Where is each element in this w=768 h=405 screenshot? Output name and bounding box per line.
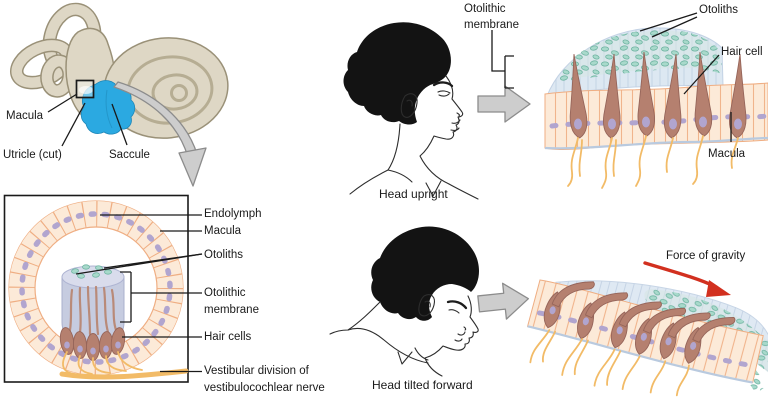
label-endolymph: Endolymph [204, 208, 262, 220]
label-utricle-cut: Utricle (cut) [3, 149, 62, 161]
block-arrow-upright-icon [477, 85, 531, 123]
ear-icon [400, 93, 418, 118]
macula-cell-ring [8, 200, 184, 376]
nerve-fibers [59, 351, 189, 380]
label-force-of-gravity: Force of gravity [666, 250, 746, 262]
inner-ear-illustration [9, 2, 229, 187]
upright-leader-lines [491, 12, 732, 142]
zoom-arrow-icon [113, 81, 207, 187]
utricle-saccule [79, 80, 136, 135]
nerve-fibers-upright [567, 135, 739, 189]
macula-zoom-box [75, 79, 95, 99]
semicircular-canals [9, 2, 102, 98]
label-hair-cells: Hair cells [204, 331, 252, 343]
label-hair-cell: Hair cell [721, 46, 763, 58]
label-saccule: Saccule [109, 149, 150, 161]
label-otolithic-membrane-upright: Otolithic membrane [464, 3, 519, 31]
head-upright-figure [343, 22, 479, 200]
label-otoliths-upright: Otoliths [699, 4, 738, 16]
cross-section-leader-lines [75, 214, 203, 373]
label-macula-upright: Macula [708, 148, 746, 160]
label-vestibular-nerve: Vestibular division of vestibulocochlear… [204, 365, 325, 394]
caption-head-upright: Head upright [379, 187, 448, 201]
head-tilted-figure [329, 226, 480, 377]
caption-head-tilted: Head tilted forward [372, 378, 473, 392]
label-macula-cross: Macula [204, 225, 242, 237]
hair-cells-tilted [540, 272, 737, 366]
tissue-tilted [526, 272, 768, 397]
tissue-upright [544, 27, 768, 189]
gravity-arrow-icon [643, 261, 731, 297]
hair-cells-upright [565, 51, 749, 140]
ear-leader-lines [47, 93, 128, 147]
nerve-fibers-tilted [529, 329, 690, 397]
ear-icon [418, 294, 435, 317]
label-macula-ear: Macula [6, 110, 44, 122]
macula-cross-section [3, 194, 203, 383]
hair-cells-cluster [59, 327, 126, 361]
otolith-crystals [71, 264, 112, 279]
label-otoliths-cross: Otoliths [204, 249, 243, 261]
block-arrow-tilted-icon [477, 282, 530, 320]
label-otolithic-membrane-cross: Otolithic membrane [204, 287, 259, 316]
